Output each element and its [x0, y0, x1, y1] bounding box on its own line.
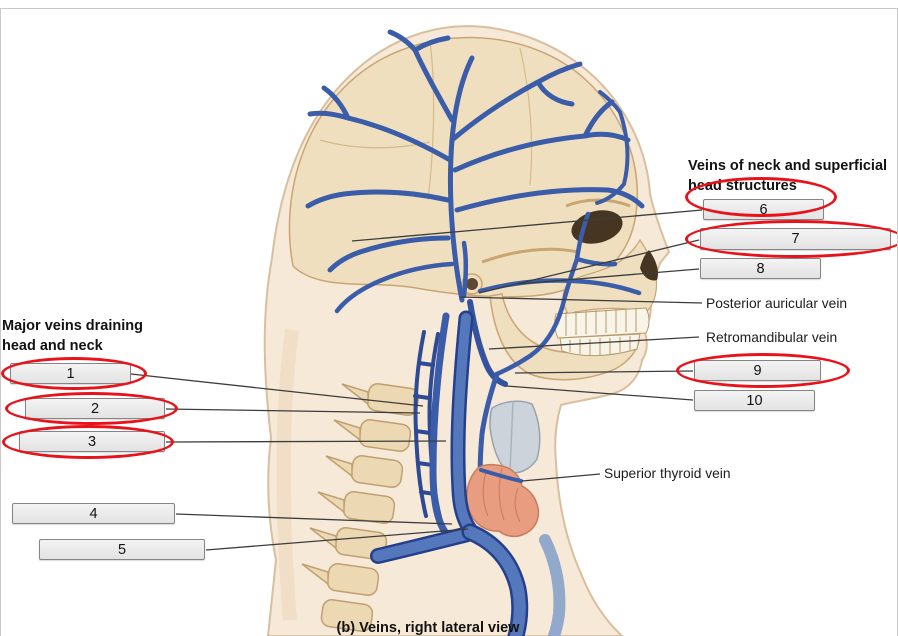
skin-shading	[276, 329, 299, 621]
answer-box-3-number: 3	[87, 433, 97, 450]
leader-line-box5	[205, 528, 469, 551]
face-veins	[461, 211, 642, 377]
answer-box-4-number: 4	[89, 505, 98, 522]
superior-thyroid-vein	[479, 468, 523, 483]
heading-major-veins: Major veins draining head and neck	[2, 317, 177, 356]
leader-line-posterior-auricular	[459, 296, 703, 304]
answer-box-10-number: 10	[746, 392, 763, 409]
retromandibular-vein	[467, 299, 508, 387]
subclavian-brachiocephalic-veins	[370, 523, 529, 636]
answer-box-10[interactable]: 10	[694, 390, 815, 411]
leader-line-box7	[478, 239, 700, 294]
answer-box-5[interactable]: 5	[39, 539, 205, 560]
answer-box-9[interactable]: 9	[694, 360, 821, 381]
answer-box-1-number: 1	[66, 365, 75, 382]
answer-box-9-number: 9	[753, 362, 762, 379]
cervical-vertebrae	[301, 383, 420, 632]
teeth	[554, 307, 650, 357]
leader-line-box6	[351, 209, 703, 242]
heading-veins-of-neck-line1: Veins of neck and superficial	[688, 158, 888, 174]
external-jugular-vein	[429, 312, 450, 536]
leader-line-superior-thyroid	[521, 473, 601, 482]
ear-canal	[466, 278, 478, 290]
answer-box-7[interactable]: 7	[700, 228, 891, 250]
deep-vessel	[539, 534, 566, 636]
answer-box-2-number: 2	[90, 400, 100, 417]
scalp-veins	[305, 29, 645, 314]
leader-line-box4	[175, 513, 453, 525]
answer-box-1[interactable]: 1	[10, 363, 131, 384]
answer-box-2[interactable]: 2	[25, 398, 165, 419]
answer-box-8-number: 8	[756, 260, 765, 277]
answer-box-4[interactable]: 4	[12, 503, 175, 524]
heading-major-veins-line2: head and neck	[2, 337, 103, 354]
heading-veins-of-neck: Veins of neck and superficial head struc…	[688, 157, 898, 196]
leader-line-box3	[165, 440, 447, 443]
answer-box-7-number: 7	[791, 231, 800, 247]
leader-lines	[130, 209, 703, 551]
internal-jugular-vein	[450, 310, 482, 542]
answer-box-6-number: 6	[759, 201, 768, 218]
figure-caption: (b) Veins, right lateral view	[336, 620, 520, 636]
leader-line-box2	[165, 408, 421, 414]
answer-box-6[interactable]: 6	[703, 199, 824, 220]
label-superior-thyroid-vein: Superior thyroid vein	[604, 466, 731, 481]
label-retromandibular-vein: Retromandibular vein	[706, 330, 838, 345]
leader-line-box9	[514, 370, 694, 374]
leader-line-box1	[130, 373, 424, 407]
leader-line-box8	[516, 268, 700, 285]
posterior-auricular-vein	[461, 240, 469, 299]
answer-box-5-number: 5	[117, 541, 127, 558]
thyroid-cartilage	[489, 400, 541, 474]
leader-line-box10	[505, 385, 694, 401]
facial-vein	[494, 305, 565, 377]
answer-box-3[interactable]: 3	[19, 431, 165, 452]
heading-major-veins-line1: Major veins draining	[2, 318, 143, 334]
label-posterior-auricular-vein: Posterior auricular vein	[706, 296, 848, 311]
heading-veins-of-neck-line2: head structures	[688, 177, 797, 194]
leader-line-retromandibular	[488, 336, 700, 350]
answer-box-8[interactable]: 8	[700, 258, 821, 279]
